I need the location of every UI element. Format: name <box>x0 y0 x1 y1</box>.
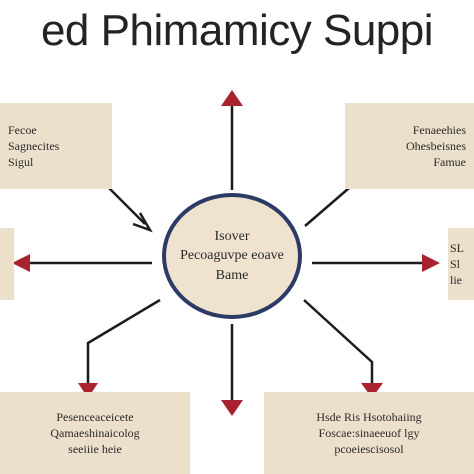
arrowhead-left <box>12 254 30 272</box>
box-line: Sigul <box>8 155 34 170</box>
box-line: Pesenceaceicete <box>56 409 134 424</box>
box-line: Qamaeshinaicolog <box>50 425 140 440</box>
box-line: Hsde Ris Hsotohaiing <box>316 409 422 424</box>
box-bottom-right: Hsde Ris Hsotohaiing Foscae:sinaeeuof lg… <box>264 392 474 474</box>
box-top-left: Fecoe Sagnecites Sigul <box>0 103 112 189</box>
box-top-right: Fenaeehies Ohesbeisnes Famue <box>345 103 474 189</box>
hub-line-3: Bame <box>215 267 249 283</box>
connector-top-left <box>107 186 146 225</box>
box-line: Fecoe <box>8 122 37 137</box>
box-line: seeiiie heie <box>68 442 122 457</box>
box-line: Foscae:sinaeeuof lgy <box>318 425 420 440</box>
hub-line-1: Isover <box>214 228 250 244</box>
connector-bottom-right <box>303 299 374 384</box>
arrowhead-right <box>422 254 440 272</box>
hub-line-2: Pecoaguvpe eoave <box>180 248 284 264</box>
box-line: pcoeiescisosol <box>334 442 404 457</box>
box-line: Fenaeehies <box>412 122 466 137</box>
arrowhead-down <box>221 400 243 416</box>
diagram-title: ed Phimamicy Suppi <box>40 6 434 55</box>
connector-top-right <box>304 181 357 227</box>
box-line: Sl <box>450 256 461 271</box>
arrowhead-bottom-right <box>361 383 383 398</box>
box-line: lie <box>450 273 462 288</box>
box-line: Sagnecites <box>8 138 60 153</box>
box-mid-right: SL Sl lie <box>448 228 474 300</box>
arrowhead-bottom-left <box>78 383 98 398</box>
arrowhead-up <box>221 90 243 106</box>
box-line: Ohesbeisnes <box>406 138 466 153</box>
box-line: SL <box>450 240 465 255</box>
box-mid-left <box>0 228 14 300</box>
box-line: Famue <box>433 155 466 170</box>
central-hub: Isover Pecoaguvpe eoave Bame <box>162 193 302 319</box>
arrowhead-top-left <box>132 212 153 233</box>
box-bottom-left: Pesenceaceicete Qamaeshinaicolog seeiiie… <box>0 392 190 474</box>
connector-bottom-left <box>86 298 161 384</box>
